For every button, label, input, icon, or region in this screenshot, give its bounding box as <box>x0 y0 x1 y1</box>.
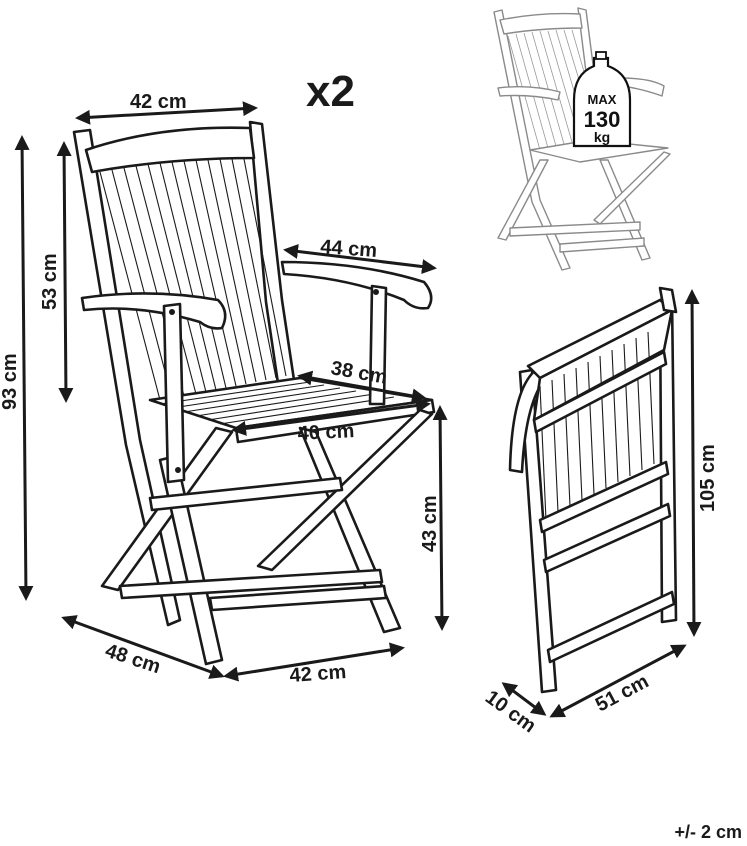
weight-badge-line3: kg <box>594 129 610 145</box>
weight-badge-line1: MAX <box>588 92 617 107</box>
weight-badge: MAX 130 kg <box>572 51 632 148</box>
base-depth-label: 48 cm <box>102 640 163 678</box>
main-chair-dimension-lines <box>14 101 450 682</box>
seat-height-label: 43 cm <box>419 495 441 552</box>
arm-depth-label: 44 cm <box>320 236 378 262</box>
tolerance-label: +/- 2 cm <box>674 822 742 842</box>
base-width-label: 42 cm <box>289 661 347 687</box>
main-chair-drawing <box>72 120 436 666</box>
folded-thickness-label: 10 cm <box>481 686 540 737</box>
weight-capacity-chair-drawing: MAX 130 kg <box>493 7 671 271</box>
folded-height-label: 105 cm <box>697 444 719 512</box>
back-slats <box>99 158 287 401</box>
seat-back-height-label: 53 cm <box>39 253 61 310</box>
total-height-label: 93 cm <box>0 353 21 410</box>
folded-chair-dimension-lines <box>501 289 702 718</box>
folded-chair-drawing <box>508 286 678 694</box>
weight-badge-line2: 130 <box>584 107 621 132</box>
quantity-label: x2 <box>306 67 355 116</box>
back-width-label: 42 cm <box>130 91 187 113</box>
seat-width-label: 40 cm <box>297 420 355 445</box>
folded-chair-slats <box>539 331 655 521</box>
